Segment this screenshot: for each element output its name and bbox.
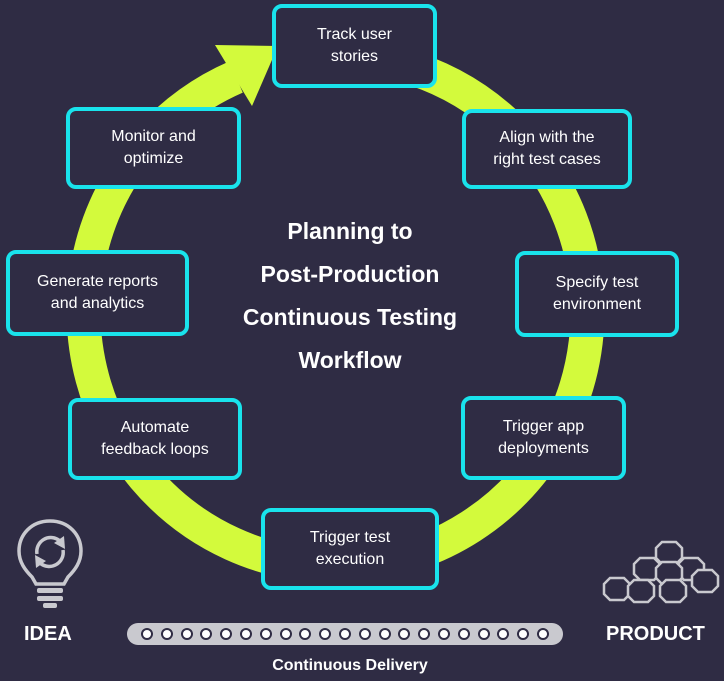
conveyor-roller [358, 628, 371, 640]
delivery-conveyor [127, 623, 563, 645]
step-track-user-stories: Track user stories [272, 4, 437, 88]
conveyor-roller [418, 628, 431, 640]
conveyor-roller [398, 628, 411, 640]
idea-label: IDEA [24, 623, 72, 645]
conveyor-roller [457, 628, 470, 640]
conveyor-roller [319, 628, 332, 640]
conveyor-roller [141, 628, 153, 640]
step-specify-environment: Specify test environment [515, 251, 679, 337]
step-monitor-optimize: Monitor and optimize [66, 107, 241, 189]
conveyor-roller [200, 628, 213, 640]
conveyor-roller [180, 628, 193, 640]
delivery-caption: Continuous Delivery [272, 657, 428, 674]
lightbulb-cycle-icon [17, 519, 83, 608]
conveyor-roller [477, 628, 490, 640]
conveyor-roller [378, 628, 391, 640]
conveyor-roller [259, 628, 272, 640]
conveyor-roller [437, 628, 450, 640]
conveyor-roller [536, 628, 549, 640]
step-align-test-cases: Align with the right test cases [462, 109, 632, 189]
step-generate-reports: Generate reports and analytics [6, 250, 189, 336]
conveyor-roller [338, 628, 351, 640]
conveyor-roller [517, 628, 530, 640]
conveyor-roller [279, 628, 292, 640]
conveyor-roller [239, 628, 252, 640]
conveyor-roller [220, 628, 233, 640]
diagram-title: Planning to Post-Production Continuous T… [242, 218, 458, 373]
product-label: PRODUCT [606, 623, 705, 645]
conveyor-roller [160, 628, 173, 640]
step-trigger-deployments: Trigger app deployments [461, 396, 626, 480]
step-automate-feedback: Automate feedback loops [68, 398, 242, 480]
conveyor-roller [497, 628, 510, 640]
step-trigger-execution: Trigger test execution [261, 508, 439, 590]
hexagon-blocks-icon [602, 540, 720, 604]
conveyor-roller [299, 628, 312, 640]
